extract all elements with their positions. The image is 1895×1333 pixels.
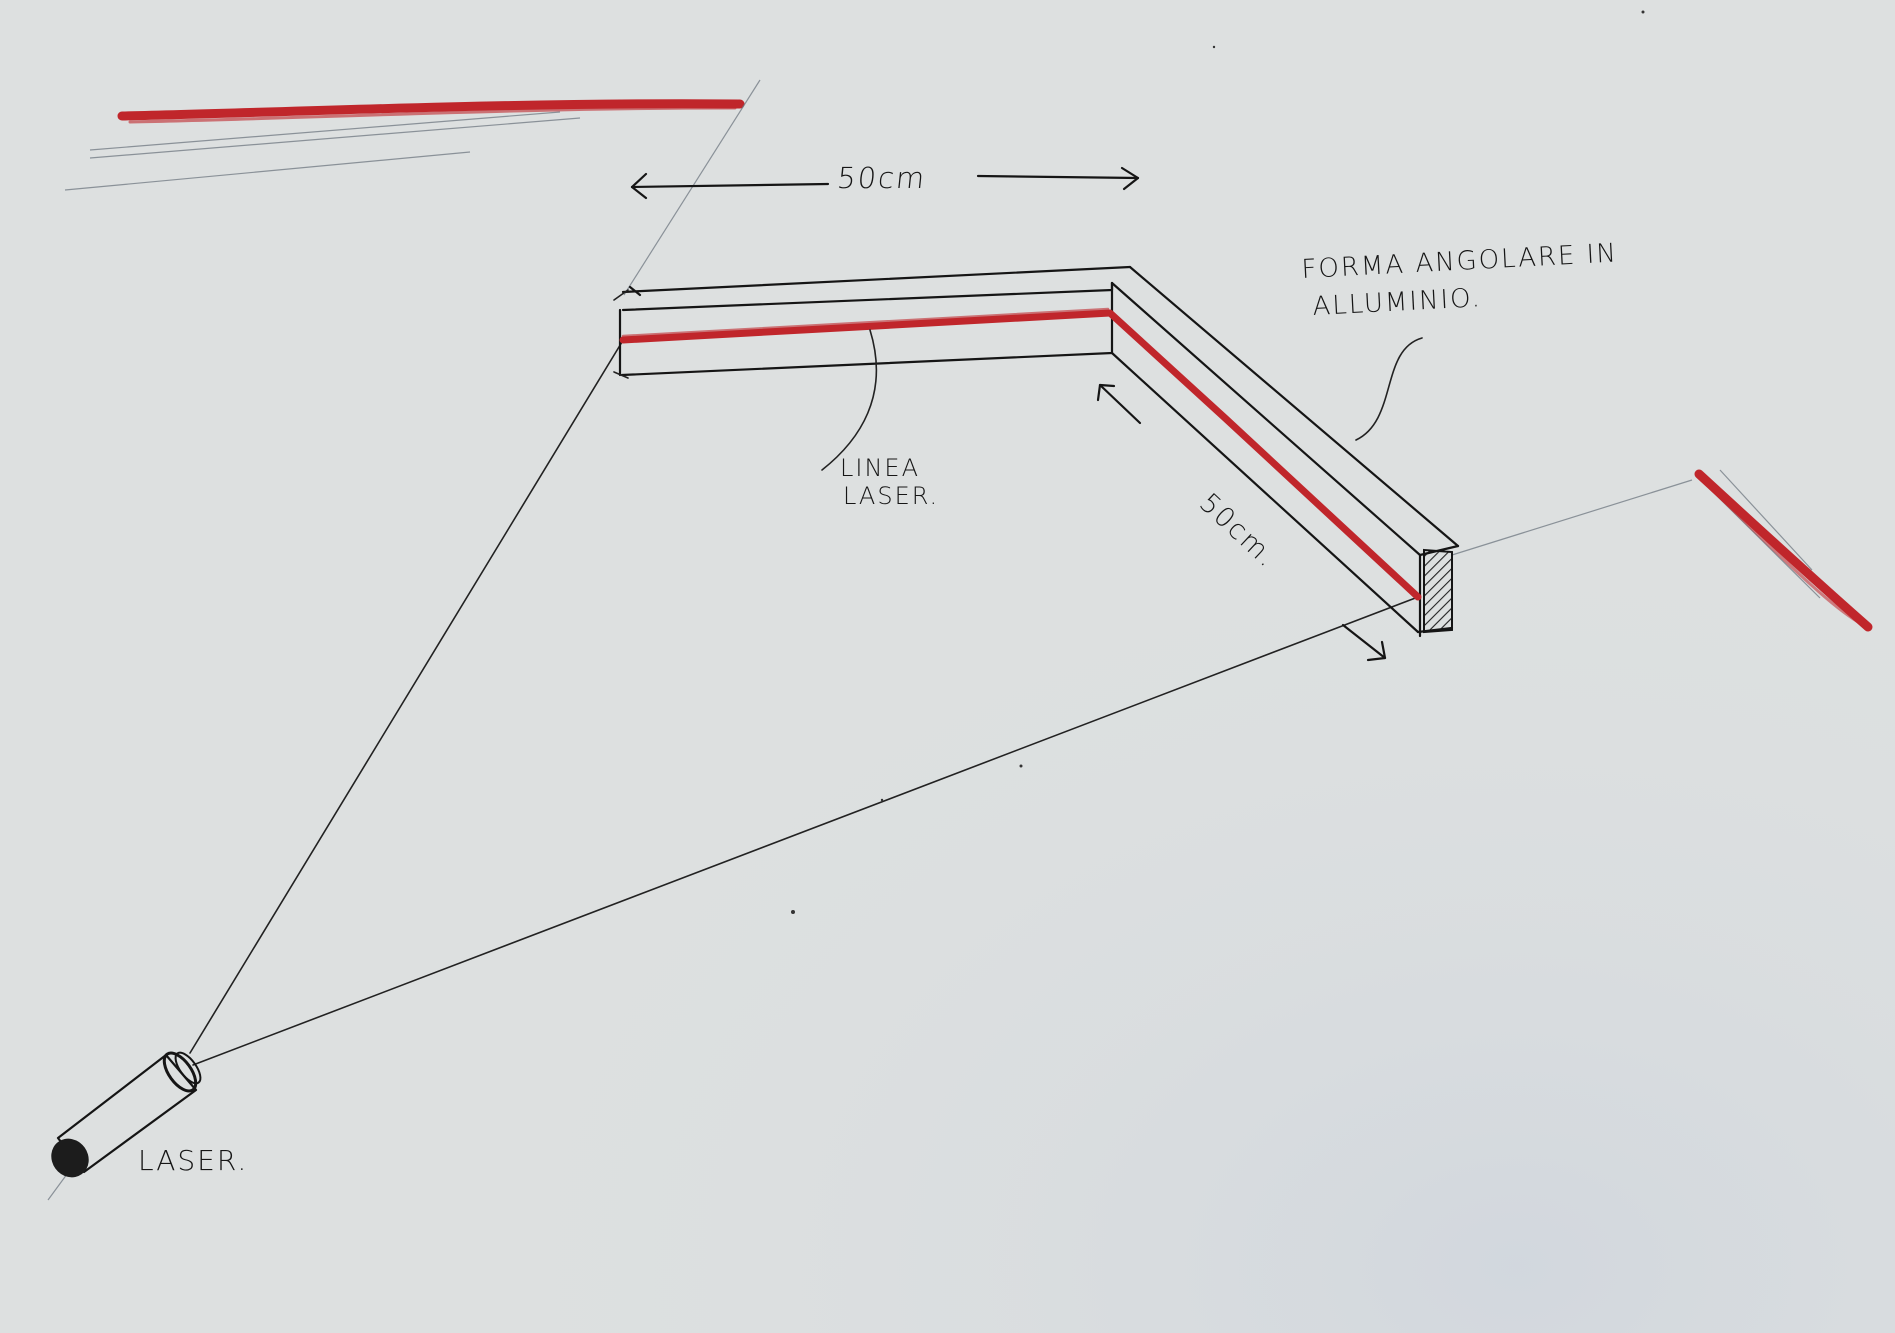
top-dimension-arrow: [630, 166, 1140, 200]
laser-line-on-profile: [619, 307, 1422, 601]
projected-laser-fragment-left: [64, 99, 745, 191]
top-dimension-label: 50cm: [836, 161, 929, 195]
laser-line-label-line2: LASER.: [843, 482, 939, 510]
aluminium-angle-profile: [613, 265, 1460, 638]
construction-lines: [623, 79, 1693, 556]
profile-section-hatch: [1423, 548, 1453, 634]
laser-device-icon: [51, 1051, 202, 1178]
leader-lines: [821, 329, 1423, 471]
projected-laser-fragment-right: [1694, 469, 1873, 632]
laser-line-label-line1: LINEA: [840, 454, 920, 482]
paper-specks: [791, 10, 1645, 914]
laser-device-label: LASER.: [138, 1144, 248, 1177]
side-dimension-arrows: [1096, 383, 1387, 662]
